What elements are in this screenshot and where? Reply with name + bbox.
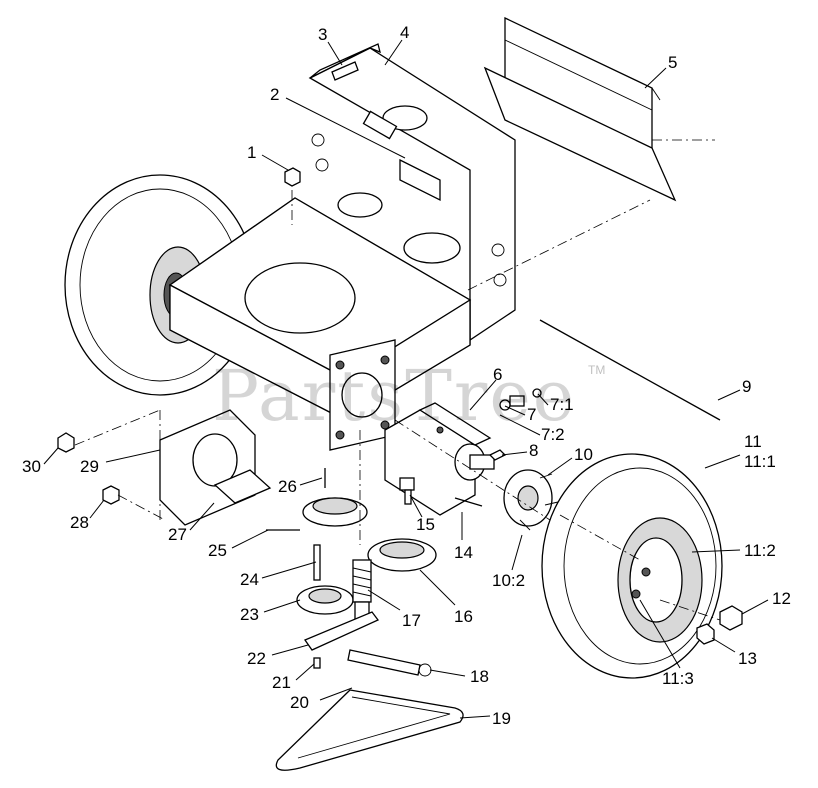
callout-5: 5 bbox=[668, 53, 677, 72]
idler-arm bbox=[304, 611, 380, 651]
callout-4: 4 bbox=[400, 23, 409, 42]
callout-29: 29 bbox=[80, 457, 99, 476]
wheel-hub bbox=[503, 469, 559, 531]
callout-11-3: 11:3 bbox=[662, 669, 694, 688]
callout-3: 3 bbox=[318, 25, 327, 44]
callout-28: 28 bbox=[70, 513, 89, 532]
callout-17: 17 bbox=[402, 611, 421, 630]
callout-11: 11 bbox=[744, 432, 762, 451]
callout-24: 24 bbox=[240, 570, 259, 589]
drive-belt bbox=[275, 689, 464, 771]
right-drive-tire bbox=[541, 453, 723, 679]
callout-leaders bbox=[43, 39, 769, 719]
callout-7-2: 7:2 bbox=[541, 425, 565, 444]
main-frame bbox=[168, 43, 516, 451]
callout-26: 26 bbox=[278, 477, 297, 496]
callout-8: 8 bbox=[529, 441, 538, 460]
callout-25: 25 bbox=[208, 541, 227, 560]
callout-10-2: 10:2 bbox=[492, 571, 525, 590]
callout-15: 15 bbox=[416, 515, 435, 534]
watermark: PartsTree TM bbox=[212, 355, 605, 437]
callout-9: 9 bbox=[742, 377, 751, 396]
callout-20: 20 bbox=[290, 693, 309, 712]
callout-18: 18 bbox=[470, 667, 489, 686]
assembly-lines bbox=[74, 190, 721, 621]
callout-1: 1 bbox=[247, 143, 256, 162]
callout-19: 19 bbox=[492, 709, 511, 728]
extension-spring bbox=[347, 649, 432, 677]
callout-21: 21 bbox=[272, 673, 291, 692]
callout-labels: 1 2 3 4 5 6 7 7:1 7:2 8 9 10 10:2 11 11:… bbox=[22, 23, 791, 728]
callout-2: 2 bbox=[270, 85, 279, 104]
callout-30: 30 bbox=[22, 457, 41, 476]
rear-shield-panel bbox=[483, 16, 715, 202]
callout-27: 27 bbox=[168, 525, 187, 544]
callout-10: 10 bbox=[574, 445, 593, 464]
hardware bbox=[57, 167, 542, 669]
callout-7-1: 7:1 bbox=[550, 395, 574, 414]
callout-11-1: 11:1 bbox=[744, 452, 776, 471]
svg-text:PartsTree: PartsTree bbox=[212, 355, 576, 437]
pulleys bbox=[296, 497, 437, 615]
callout-14: 14 bbox=[454, 543, 473, 562]
callout-6: 6 bbox=[493, 365, 502, 384]
callout-7: 7 bbox=[527, 405, 536, 424]
callout-12: 12 bbox=[772, 589, 791, 608]
svg-text:TM: TM bbox=[588, 363, 605, 377]
callout-22: 22 bbox=[247, 649, 266, 668]
callout-13: 13 bbox=[738, 649, 757, 668]
callout-23: 23 bbox=[240, 605, 259, 624]
callout-16: 16 bbox=[454, 607, 473, 626]
control-rod bbox=[539, 319, 721, 421]
callout-11-2: 11:2 bbox=[744, 541, 776, 560]
lug-nuts bbox=[696, 605, 743, 645]
